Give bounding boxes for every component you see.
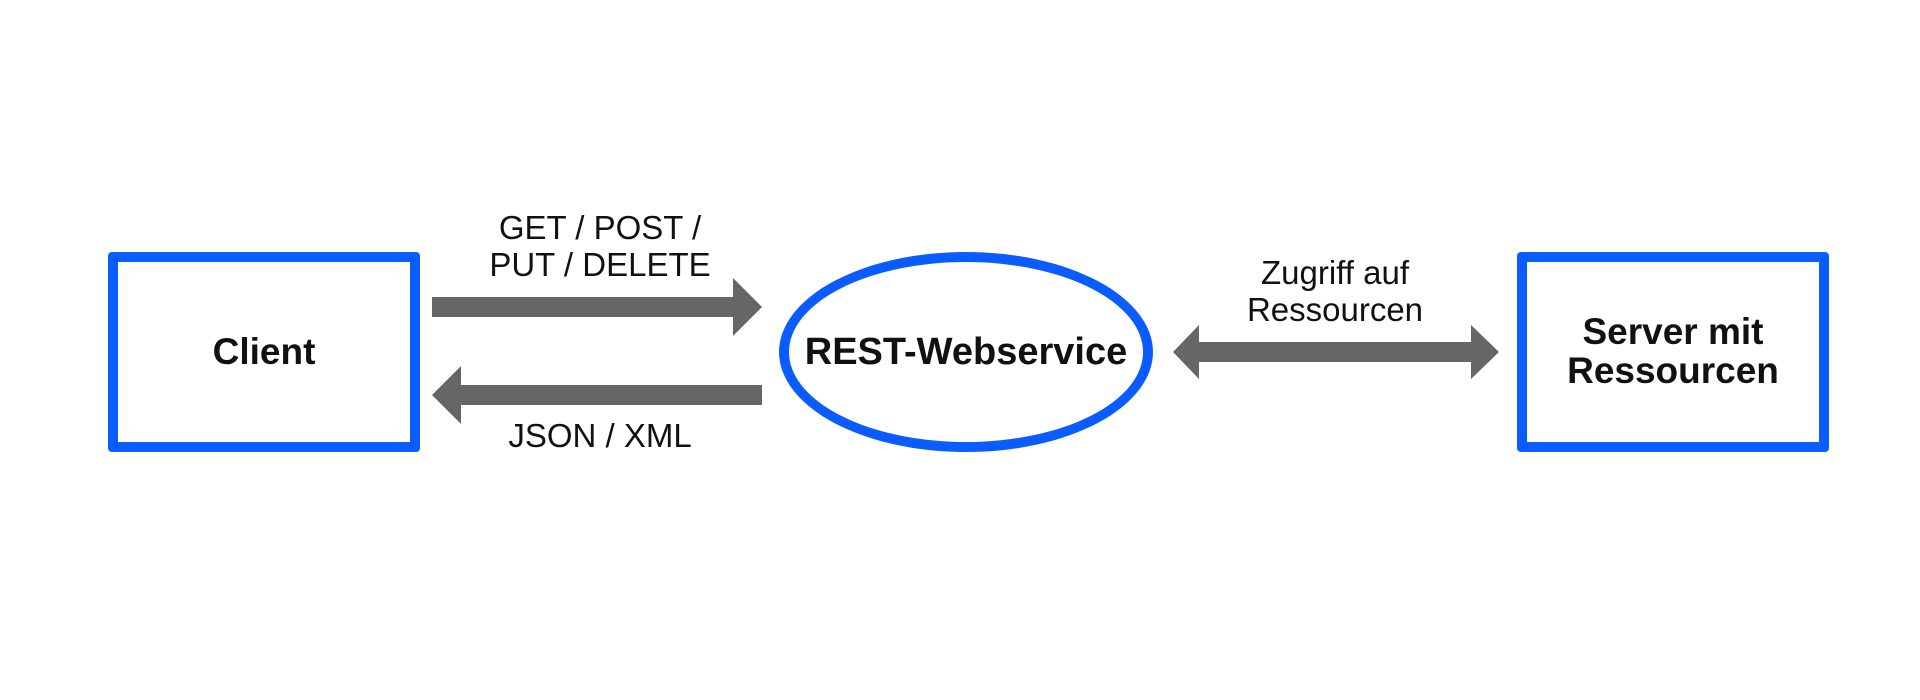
access-double-arrow	[1173, 325, 1499, 379]
request-methods-line1: GET / POST /	[498, 209, 702, 246]
response-format-label: JSON / XML	[480, 417, 720, 455]
request-arrow	[432, 278, 762, 336]
server-label-line1: Server mit	[1582, 311, 1764, 353]
request-methods-label: GET / POST / PUT / DELETE	[480, 209, 720, 284]
server-node: Server mit Ressourcen	[1517, 252, 1829, 452]
server-label-line2: Ressourcen	[1567, 350, 1779, 391]
response-arrow	[432, 366, 762, 424]
client-label: Client	[212, 331, 316, 372]
client-node: Client	[108, 252, 420, 452]
resource-access-label: Zugriff auf Ressourcen	[1215, 254, 1455, 329]
server-label: Server mit Ressourcen	[1567, 311, 1779, 391]
request-methods-line2: PUT / DELETE	[489, 245, 711, 283]
resource-access-line1: Zugriff auf	[1261, 254, 1409, 291]
response-format-text: JSON / XML	[508, 417, 692, 454]
rest-webservice-node: REST-Webservice	[779, 252, 1153, 452]
resource-access-line2: Ressourcen	[1246, 290, 1424, 328]
rest-webservice-label: REST-Webservice	[804, 330, 1128, 373]
